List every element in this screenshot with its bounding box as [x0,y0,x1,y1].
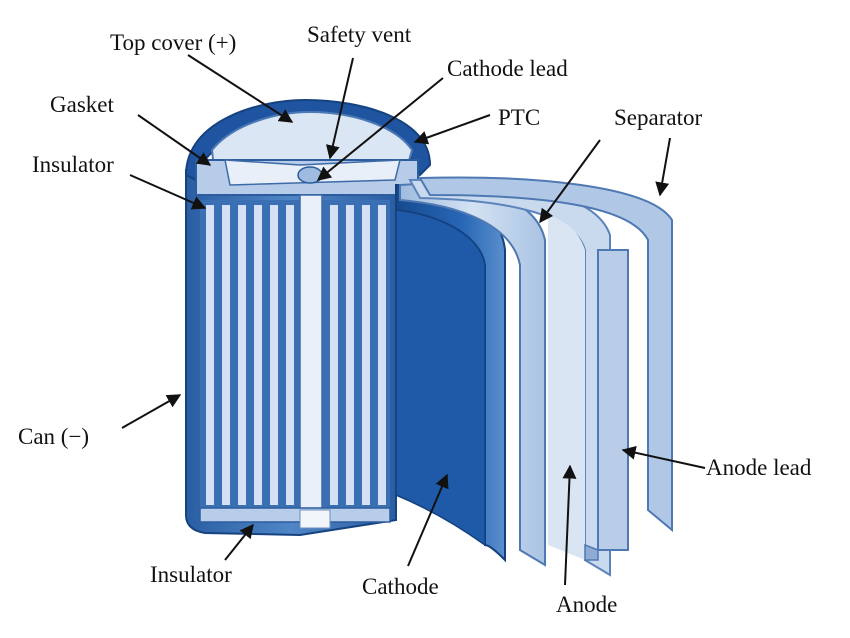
label-cathode: Cathode [362,574,439,599]
label-anode-lead: Anode lead [706,455,812,480]
arrow-separator-2 [660,138,670,195]
bottom-insulator [200,508,390,522]
label-can: Can (−) [18,424,89,449]
label-top-cover: Top cover (+) [110,30,236,55]
vent-center [298,167,322,183]
battery-illustration [186,100,672,575]
label-insulator-top: Insulator [32,152,114,177]
bottom-tab [300,510,330,528]
label-separator: Separator [614,105,702,130]
center-pin [300,195,322,510]
label-anode: Anode [556,592,617,617]
label-cathode-lead: Cathode lead [447,56,568,81]
arrow-ptc [415,115,490,142]
label-insulator-bottom: Insulator [150,562,232,587]
label-ptc: PTC [498,105,540,130]
arrow-can [122,395,180,428]
label-gasket: Gasket [50,92,114,117]
label-safety-vent: Safety vent [307,22,412,47]
electrode-roll [200,195,390,510]
anode-lead-strip [598,250,628,550]
cathode-face [396,210,485,545]
anode-face [548,215,585,560]
